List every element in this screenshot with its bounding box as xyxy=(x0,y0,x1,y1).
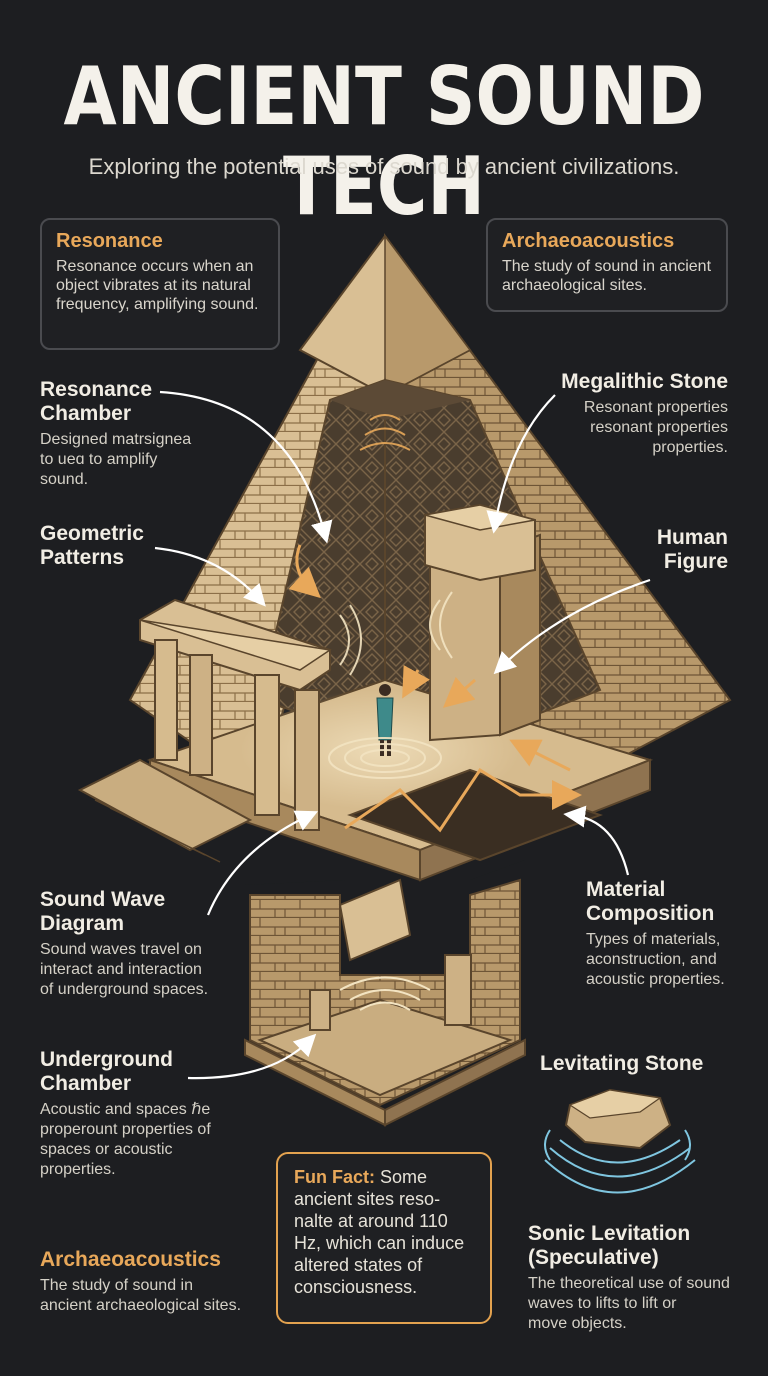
label-archaeoacoustics-bottom-body: The study of sound in ancient archaeolog… xyxy=(40,1277,242,1314)
label-megalithic-stone-title: Megalithic Stone xyxy=(561,370,728,393)
archaeoacoustics-top-body: The study of sound in ancient archaeolog… xyxy=(502,258,712,294)
sound-path-arrows xyxy=(288,544,582,833)
label-material-composition: Material Composition Types of materials,… xyxy=(586,878,756,990)
label-human-figure: Human Figure xyxy=(600,526,728,574)
megalith xyxy=(424,503,541,742)
resonance-box-body: Resonance occurs when an object vibrates… xyxy=(56,258,259,313)
page-subtitle: Exploring the potential uses of sound by… xyxy=(88,154,680,179)
label-levitating-stone: Levitating Stone xyxy=(540,1052,740,1076)
label-underground-chamber: Underground Chamber Acoustic and spaces … xyxy=(40,1048,250,1180)
temple-portico xyxy=(77,598,333,863)
label-archaeoacoustics-bottom: Archaeoacoustics The study of sound in a… xyxy=(40,1248,270,1316)
label-resonance-chamber-body: Designed matrsignea to ueɑ to amplify so… xyxy=(40,431,192,488)
label-geometric-patterns-title: Geometric Patterns xyxy=(40,522,144,569)
label-geometric-patterns: Geometric Patterns xyxy=(40,522,200,570)
page-title: ANCIENT SOUND TECH xyxy=(63,50,705,233)
callout-arrows xyxy=(154,390,651,1080)
fun-fact-box: Fun Fact: Some ancient sites reso-nalte … xyxy=(276,1152,492,1324)
label-megalithic-stone-body: Resonant properties resonant properties … xyxy=(583,399,728,456)
archaeoacoustics-top-box: Archaeoacoustics The study of sound in a… xyxy=(486,218,728,312)
label-sonic-levitation-title: Sonic Levitation (Speculative) xyxy=(528,1222,691,1269)
underground-chamber-illustration xyxy=(244,860,526,1127)
label-sound-wave-diagram: Sound Wave Diagram Sound waves travel on… xyxy=(40,888,250,1000)
fun-fact-body: Some ancient sites reso-nalte at around … xyxy=(294,1167,465,1297)
archaeoacoustics-top-title: Archaeoacoustics xyxy=(502,230,675,252)
label-underground-chamber-title: Underground Chamber xyxy=(40,1048,173,1095)
label-archaeoacoustics-bottom-title: Archaeoacoustics xyxy=(40,1248,221,1271)
label-human-figure-title: Human Figure xyxy=(656,526,728,573)
levitating-stone-illustration xyxy=(544,1088,696,1194)
resonance-box: Resonance Resonance occurs when an objec… xyxy=(40,218,280,350)
label-material-composition-title: Material Composition xyxy=(586,878,715,925)
fun-fact-heading: Fun Fact: xyxy=(294,1167,375,1187)
label-sonic-levitation: Sonic Levitation (Speculative) The theor… xyxy=(528,1222,758,1334)
label-resonance-chamber-title: Resonance Chamber xyxy=(40,378,153,425)
label-levitating-stone-title: Levitating Stone xyxy=(540,1052,704,1075)
label-sound-wave-diagram-title: Sound Wave Diagram xyxy=(40,888,166,935)
label-underground-chamber-body: Acoustic and spaces ℏe properount proper… xyxy=(40,1101,211,1178)
resonance-box-title: Resonance xyxy=(56,230,163,252)
human-figure xyxy=(376,684,394,756)
label-material-composition-body: Types of materials, aconstruction, and a… xyxy=(586,931,725,988)
label-sonic-levitation-body: The theoretical use of sound waves to li… xyxy=(528,1275,730,1332)
sound-ripples xyxy=(328,414,453,779)
label-sound-wave-diagram-body: Sound waves travel on interact and inter… xyxy=(40,941,209,998)
label-resonance-chamber: Resonance Chamber Designed matrsignea to… xyxy=(40,378,240,490)
label-megalithic-stone: Megalithic Stone Resonant properties res… xyxy=(510,370,728,458)
